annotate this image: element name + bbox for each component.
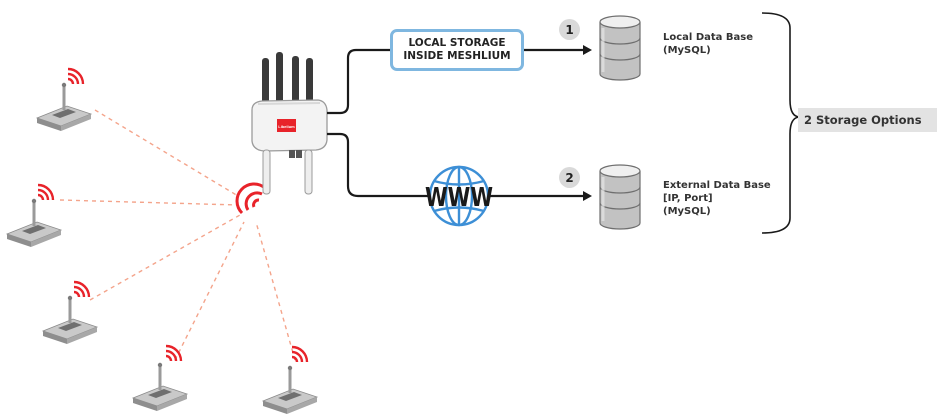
sensor-link-1	[94, 109, 239, 197]
sensor-node-icon	[132, 344, 188, 412]
connection-lines	[327, 48, 583, 198]
external-db-line-2: [IP, Port]	[663, 193, 713, 204]
option-1-badge: 1	[559, 19, 580, 40]
external-database-icon	[598, 163, 642, 231]
sensor-node-icon	[42, 280, 98, 345]
www-label: WWW	[425, 183, 493, 213]
sensor-node-icon	[6, 183, 62, 248]
local-db-label: Local Data Base (MySQL)	[663, 31, 753, 57]
local-storage-box: LOCAL STORAGE INSIDE MESHLIUM	[390, 29, 524, 71]
external-db-line-1: External Data Base	[663, 180, 771, 191]
local-db-line-2: (MySQL)	[663, 45, 711, 56]
sensor-link-3	[89, 214, 241, 301]
gateway-router-icon	[251, 52, 328, 195]
storage-options-label: 2 Storage Options	[798, 108, 937, 132]
arrow-head-icon	[583, 45, 592, 55]
sensor-links	[59, 109, 296, 361]
arrow-head-icon	[583, 191, 592, 201]
gateway-logo: Libelium	[278, 124, 295, 129]
sensor-node-icon	[262, 345, 318, 414]
local-storage-line-1: LOCAL STORAGE	[408, 37, 506, 49]
option-2-badge: 2	[559, 167, 580, 188]
sensor-node-icon	[36, 67, 92, 132]
link-to-internet	[327, 132, 430, 198]
local-database-icon	[598, 14, 642, 82]
globe-icon	[428, 165, 490, 227]
link-to-local-storage	[327, 48, 390, 115]
sensor-link-5	[255, 221, 296, 361]
local-db-line-1: Local Data Base	[663, 32, 753, 43]
sensor-link-2	[59, 199, 239, 206]
central-signal-icon	[235, 182, 266, 215]
external-db-label: External Data Base [IP, Port] (MySQL)	[663, 179, 771, 218]
local-storage-line-2: INSIDE MESHLIUM	[403, 50, 511, 62]
external-db-line-3: (MySQL)	[663, 206, 711, 217]
sensor-link-4	[174, 221, 245, 361]
